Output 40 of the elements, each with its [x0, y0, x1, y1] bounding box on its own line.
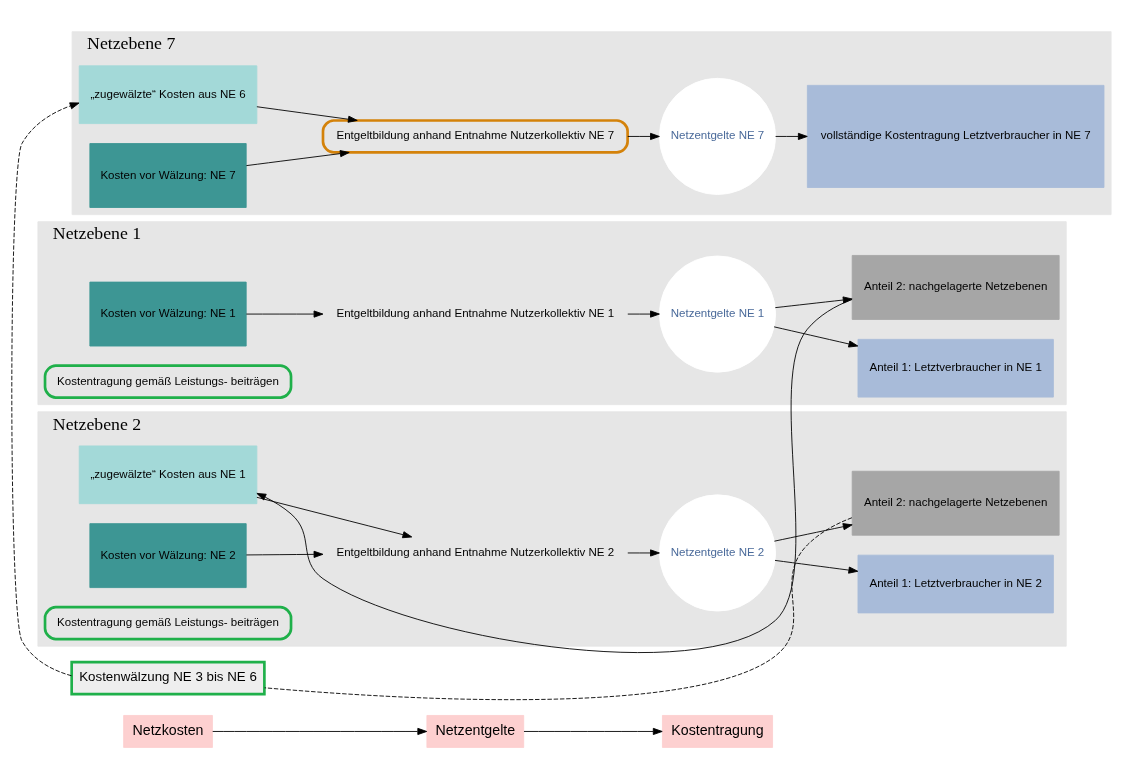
arrow	[245, 150, 350, 167]
node-box: „zugewälzte“ Kosten aus NE 6	[78, 65, 258, 124]
arrow	[773, 523, 853, 542]
arrow	[256, 299, 853, 654]
node-box: Kosten vor Wälzung: NE 2	[89, 523, 247, 589]
arrow	[627, 549, 660, 557]
arrow	[256, 106, 358, 123]
node-circle: Netzentgelte NE 7	[658, 77, 777, 195]
arrow	[256, 496, 413, 539]
arrow	[245, 310, 324, 318]
node-box: Anteil 1: Letztverbraucher in NE 1	[857, 338, 1054, 398]
arrow	[774, 559, 859, 574]
node-text: Entgeltbildung anhand Entnahme Nutzerkollektiv NE 1	[336, 307, 615, 320]
node-box: vollständige Kostentragung Letztverbraucher in NE 7	[806, 84, 1105, 188]
node-box: Anteil 2: nachgelagerte Netzebenen	[851, 470, 1060, 536]
connector	[264, 517, 853, 701]
arrow	[627, 132, 660, 140]
arrow	[11, 102, 80, 677]
node-box: Netzkosten	[123, 715, 213, 748]
node-box: „zugewälzte“ Kosten aus NE 1	[78, 445, 258, 505]
node-box: Kosten vor Wälzung: NE 7	[89, 143, 247, 208]
node-box: Kosten vor Wälzung: NE 1	[89, 281, 247, 347]
node-text: Entgeltbildung anhand Entnahme Nutzerkollektiv NE 2	[336, 545, 615, 558]
arrow	[245, 550, 324, 558]
arrow	[212, 727, 428, 735]
node-box: Kostentragung	[662, 715, 773, 748]
arrow	[523, 727, 663, 735]
node-box: Kostentragung gemäß Leistungs- beiträgen	[43, 605, 293, 641]
arrow	[775, 132, 808, 140]
node-box: Kostenwälzung NE 3 bis NE 6	[70, 660, 266, 696]
arrow	[774, 296, 853, 309]
node-box: Netzentgelte	[426, 715, 525, 748]
node-box: Anteil 1: Letztverbraucher in NE 2	[857, 554, 1054, 614]
node-box: Entgeltbildung anhand Entnahme Nutzerkollektiv NE 7	[321, 119, 629, 154]
node-circle: Netzentgelte NE 1	[658, 255, 777, 373]
node-box: Kostentragung gemäß Leistungs- beiträgen	[43, 364, 293, 399]
arrow	[773, 326, 859, 348]
arrow	[627, 310, 660, 318]
node-circle: Netzentgelte NE 2	[658, 494, 777, 612]
node-box: Anteil 2: nachgelagerte Netzebenen	[851, 255, 1060, 320]
